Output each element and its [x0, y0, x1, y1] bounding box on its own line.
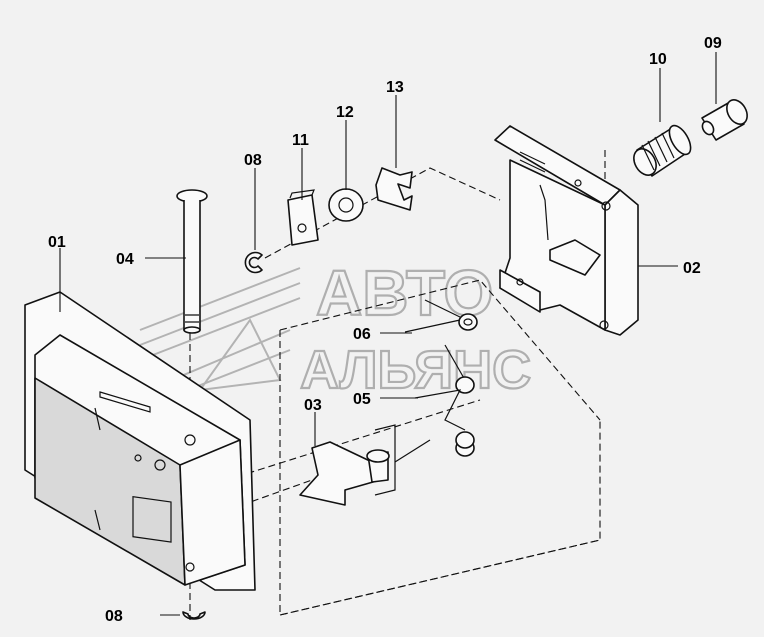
part-05-spring — [394, 344, 475, 463]
part-02-bracket — [494, 125, 639, 336]
callout-08-top: 08 — [244, 152, 262, 169]
part-10-bushing — [633, 124, 692, 177]
watermark-line2: АЛЬЯНС — [300, 340, 531, 400]
part-08-clip-top — [244, 251, 263, 274]
callout-09: 09 — [704, 35, 722, 52]
part-13-clip — [375, 167, 413, 211]
leader-lines — [59, 52, 717, 616]
callout-10: 10 — [649, 51, 667, 68]
part-12-washer — [328, 188, 364, 222]
part-04-pin — [176, 189, 208, 334]
part-01-housing — [24, 291, 256, 591]
callout-05: 05 — [353, 391, 371, 408]
callout-02: 02 — [683, 260, 701, 277]
part-06-spring — [404, 299, 478, 333]
part-03-lever — [299, 424, 396, 506]
callout-12: 12 — [336, 104, 354, 121]
part-08-clip-bottom — [182, 611, 206, 620]
callout-06: 06 — [353, 326, 371, 343]
part-09-bolt — [701, 99, 748, 141]
callout-04: 04 — [116, 251, 134, 268]
callout-01: 01 — [48, 234, 66, 251]
callout-labels: 01 02 03 04 05 06 08 08 09 10 11 12 13 — [48, 35, 722, 625]
callout-11: 11 — [292, 132, 309, 149]
callout-13: 13 — [386, 79, 404, 96]
callout-08-bottom: 08 — [105, 608, 123, 625]
callout-03: 03 — [304, 397, 322, 414]
part-11-plate — [287, 189, 319, 246]
